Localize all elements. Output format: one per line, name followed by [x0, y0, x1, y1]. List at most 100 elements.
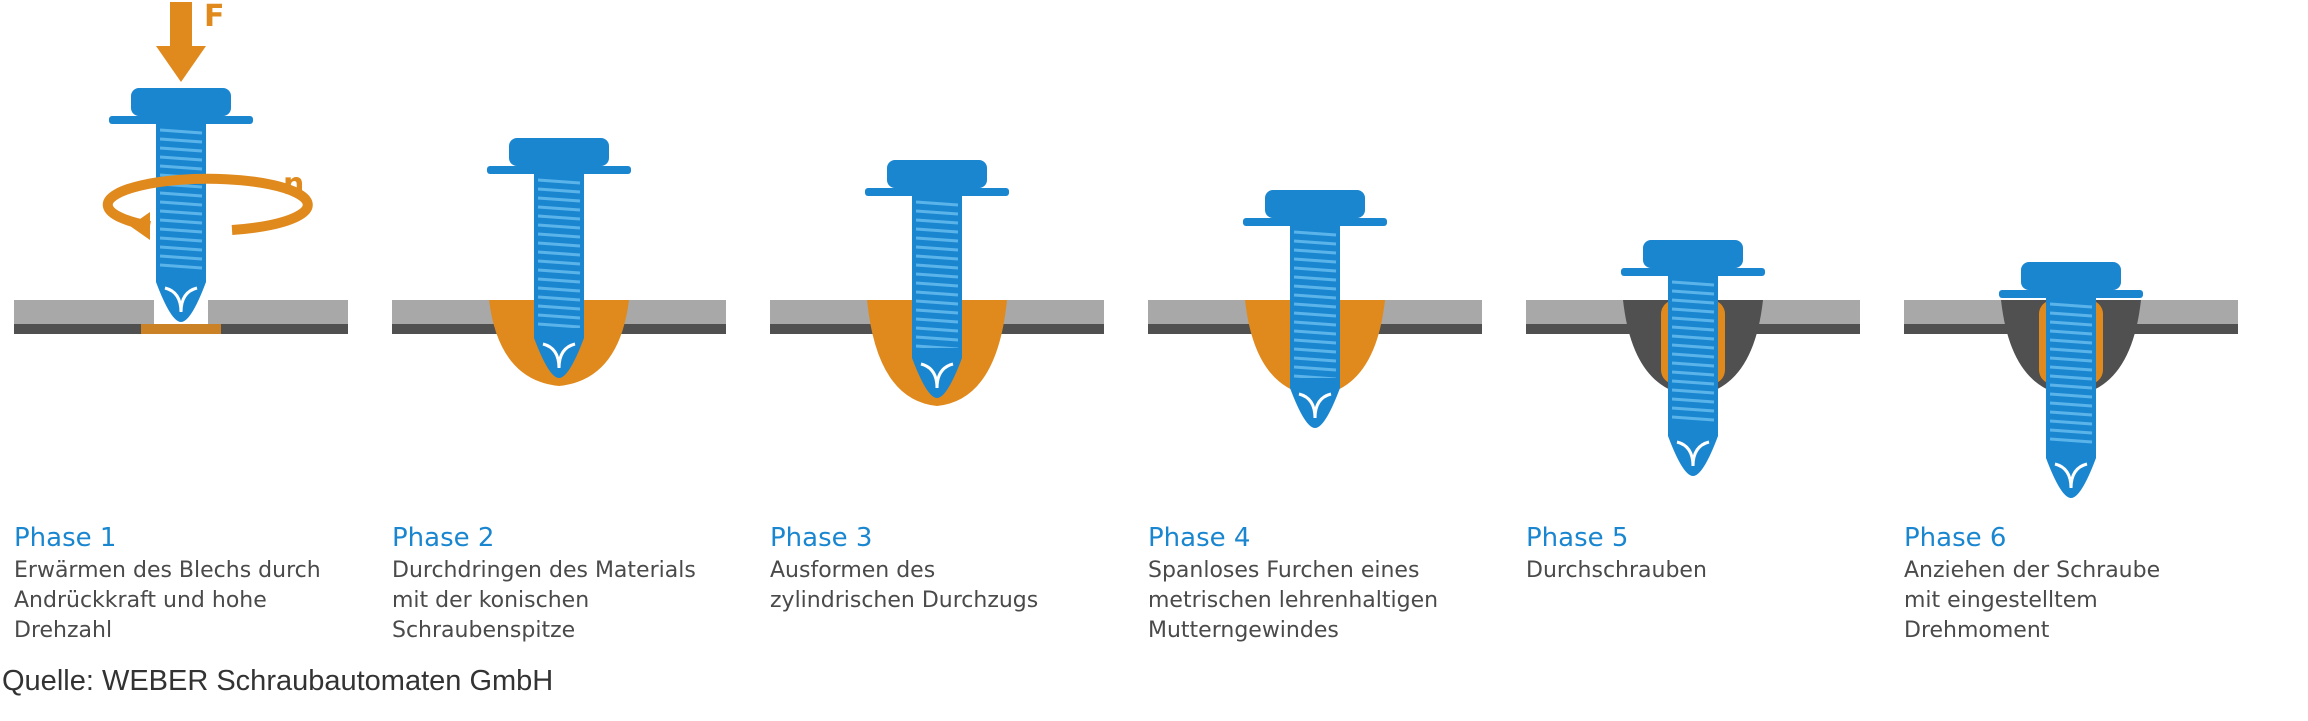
- phase-description: Ausformen des zylindrischen Durchzugs: [770, 558, 1039, 613]
- force-arrow: F: [156, 0, 225, 82]
- screw-thread: [537, 196, 581, 203]
- phase-description: Durchschrauben: [1526, 558, 1707, 583]
- screw-tip: [156, 272, 206, 322]
- screw-thread: [915, 290, 959, 297]
- screw-thread: [1671, 316, 1715, 323]
- screw-thread: [915, 218, 959, 225]
- screw-thread: [1293, 347, 1337, 354]
- screw-tip-mark: [1298, 392, 1332, 419]
- screw-thread: [159, 155, 203, 162]
- screw-thread: [537, 268, 581, 275]
- heat-zone: [141, 324, 221, 334]
- screw-thread: [2049, 419, 2093, 426]
- screw-flange: [865, 188, 1009, 196]
- screw-thread: [1671, 352, 1715, 359]
- screw-thread: [537, 187, 581, 194]
- screw-thread: [159, 227, 203, 234]
- screw-thread: [1671, 406, 1715, 413]
- phase-title: Phase 3: [770, 523, 873, 553]
- screw-thread: [1293, 329, 1337, 336]
- screw-thread: [1293, 239, 1337, 246]
- screw-thread: [537, 286, 581, 293]
- phase-4-text: Phase 4 Spanloses Furchen eines metrisch…: [1148, 522, 1488, 646]
- phase-description: Spanloses Furchen eines metrischen lehre…: [1148, 558, 1439, 643]
- phase-description: Durchdringen des Materials mit der konis…: [392, 558, 696, 643]
- phase-2-text: Phase 2 Durchdringen des Materials mit d…: [392, 522, 732, 646]
- screw-thread: [915, 200, 959, 207]
- screw-thread: [1293, 248, 1337, 255]
- screw-thread: [2049, 311, 2093, 318]
- screw-thread: [915, 245, 959, 252]
- phase-5-text: Phase 5 Durchschrauben: [1526, 522, 1866, 586]
- screw-head: [509, 138, 609, 166]
- screw-thread: [2049, 374, 2093, 381]
- screw-thread: [2049, 437, 2093, 444]
- screw-thread: [159, 200, 203, 207]
- screw-flange: [109, 116, 253, 124]
- phase-title: Phase 6: [1904, 523, 2007, 553]
- screw-thread: [915, 326, 959, 333]
- screw-thread: [1671, 397, 1715, 404]
- screw-thread: [1671, 334, 1715, 341]
- screw-thread: [537, 277, 581, 284]
- screw-flange: [487, 166, 631, 174]
- screw-thread: [1671, 325, 1715, 332]
- screw-thread: [2049, 392, 2093, 399]
- screw-shank: [1668, 276, 1718, 426]
- screw-flange: [1999, 290, 2143, 298]
- screw-head: [2021, 262, 2121, 290]
- screw-thread: [915, 335, 959, 342]
- screw-thread: [537, 259, 581, 266]
- screw-thread: [2049, 347, 2093, 354]
- screw-tip-mark: [1676, 440, 1710, 467]
- phase-2-illustration: [392, 138, 726, 386]
- phase-description: Anziehen der Schraube mit eingestelltem …: [1904, 558, 2161, 643]
- screw-thread: [1293, 266, 1337, 273]
- screw-thread: [915, 236, 959, 243]
- screw-thread: [915, 272, 959, 279]
- screw-thread: [537, 178, 581, 185]
- sheet-metal-left: [14, 300, 154, 324]
- phase-4-illustration: [1148, 190, 1482, 428]
- screw-thread: [159, 254, 203, 261]
- screw-thread: [159, 209, 203, 216]
- screw-thread: [537, 295, 581, 302]
- screw-tip: [534, 328, 584, 378]
- screw-thread: [537, 241, 581, 248]
- speed-label: n: [283, 167, 304, 202]
- screw-thread: [1671, 361, 1715, 368]
- screw-thread: [537, 205, 581, 212]
- screw-tip-mark: [920, 362, 954, 389]
- screw-thread: [159, 164, 203, 171]
- screw-thread: [159, 191, 203, 198]
- screw-thread: [915, 263, 959, 270]
- screw-thread: [915, 209, 959, 216]
- screw-tip-mark: [2054, 462, 2088, 489]
- screw-thread: [1671, 370, 1715, 377]
- screw-thread: [1293, 302, 1337, 309]
- screw-flange: [1243, 218, 1387, 226]
- phase-title: Phase 5: [1526, 523, 1629, 553]
- screw-thread: [1293, 365, 1337, 372]
- screw-thread: [537, 232, 581, 239]
- screw-thread: [2049, 356, 2093, 363]
- screw-thread: [2049, 401, 2093, 408]
- phase-title: Phase 1: [14, 523, 117, 553]
- screw-thread: [1293, 257, 1337, 264]
- screw-thread: [1293, 311, 1337, 318]
- screw-tip: [2046, 448, 2096, 498]
- screw-thread: [1671, 298, 1715, 305]
- sheet-metal-right: [208, 300, 348, 324]
- phase-title: Phase 2: [392, 523, 495, 553]
- phase-6-text: Phase 6 Anziehen der Schraube mit einges…: [1904, 522, 2244, 646]
- screw-thread: [537, 322, 581, 329]
- screw-thread: [1293, 338, 1337, 345]
- screw-thread: [2049, 329, 2093, 336]
- screw-thread: [1671, 388, 1715, 395]
- screw-tip: [912, 348, 962, 398]
- screw-thread: [159, 245, 203, 252]
- source-caption: Quelle: WEBER Schraubautomaten GmbH: [2, 665, 554, 697]
- screw-thread: [159, 263, 203, 270]
- screw-thread: [2049, 338, 2093, 345]
